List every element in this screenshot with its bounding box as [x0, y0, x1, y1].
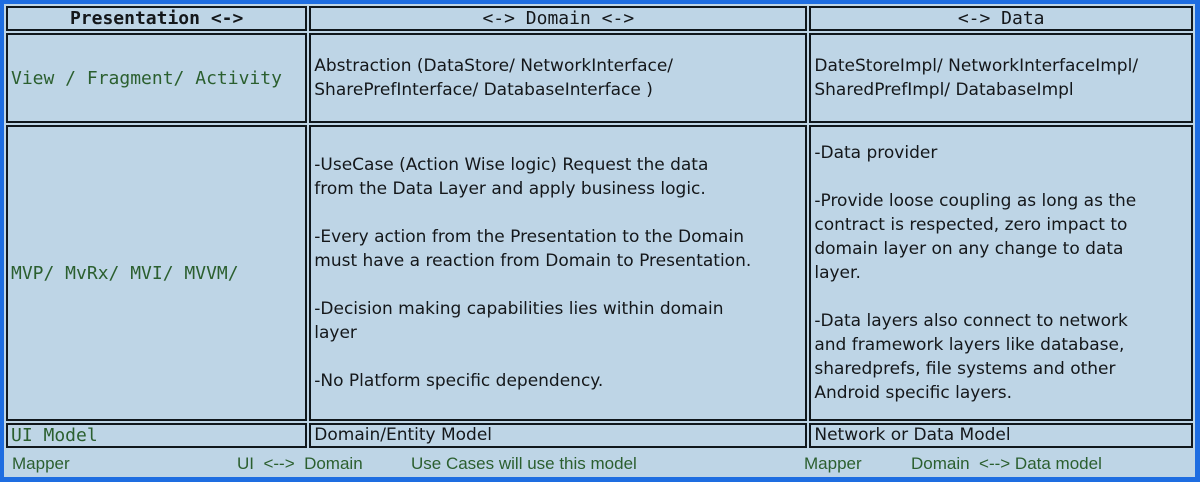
architecture-table: Presentation <-> <-> Domain <-> <-> Data…: [4, 4, 1195, 450]
domain-data-mapping-label: Domain <--> Data model: [911, 453, 1102, 473]
cell-data-model: Network or Data Model: [809, 423, 1193, 448]
responsibilities-row: MVP/ MvRx/ MVI/ MVVM/ -UseCase (Action W…: [6, 125, 1193, 421]
cell-domain-components: Abstraction (DataStore/ NetworkInterface…: [309, 33, 808, 123]
header-row: Presentation <-> <-> Domain <-> <-> Data: [6, 6, 1193, 31]
use-cases-note-label: Use Cases will use this model: [411, 453, 637, 473]
header-presentation: Presentation <->: [6, 6, 308, 31]
cell-presentation-components: View / Fragment/ Activity: [6, 33, 308, 123]
mapper-left-label: Mapper: [12, 453, 70, 473]
cell-domain-model: Domain/Entity Model: [309, 423, 808, 448]
cell-data-components: DateStoreImpl/ NetworkInterfaceImpl/ Sha…: [809, 33, 1193, 123]
cell-presentation-model: UI Model: [6, 423, 308, 448]
header-data: <-> Data: [809, 6, 1193, 31]
components-row: View / Fragment/ Activity Abstraction (D…: [6, 33, 1193, 123]
models-row: UI Model Domain/Entity Model Network or …: [6, 423, 1193, 448]
mapper-footer-row: Mapper UI <--> Domain Use Cases will use…: [4, 450, 1195, 477]
mapper-right-label: Mapper: [804, 453, 862, 473]
header-domain: <-> Domain <->: [309, 6, 808, 31]
cell-domain-responsibilities: -UseCase (Action Wise logic) Request the…: [309, 125, 808, 421]
cell-presentation-patterns: MVP/ MvRx/ MVI/ MVVM/: [6, 125, 308, 421]
cell-data-responsibilities: -Data provider -Provide loose coupling a…: [809, 125, 1193, 421]
ui-domain-mapping-label: UI <--> Domain: [237, 453, 363, 473]
table-background: Presentation <-> <-> Domain <-> <-> Data…: [4, 4, 1195, 477]
